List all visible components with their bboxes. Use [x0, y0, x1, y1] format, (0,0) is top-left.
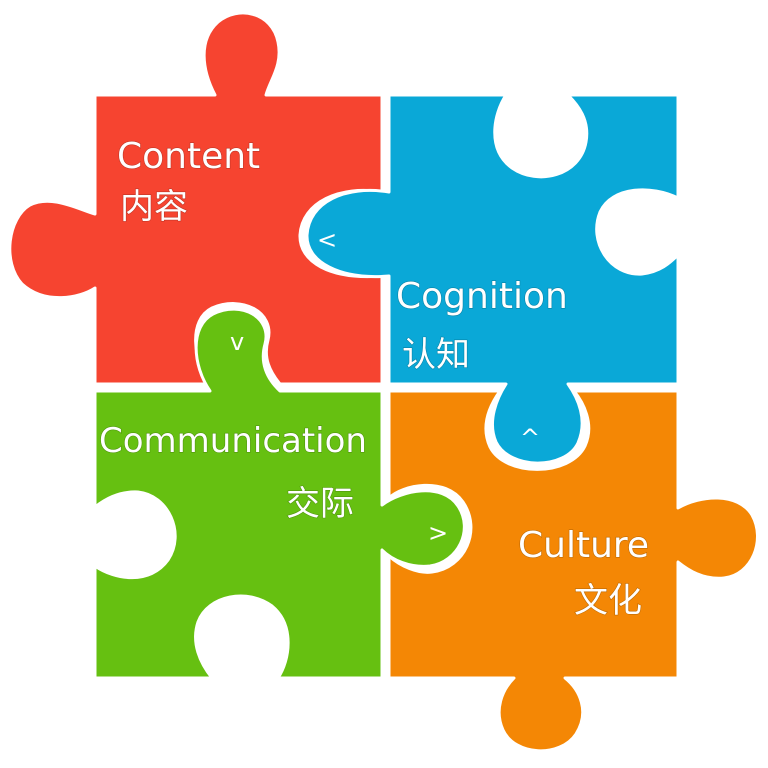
- cognition-label-en: Cognition: [396, 276, 568, 317]
- content-arrow-icon: <: [317, 226, 337, 254]
- cognition-arrow-icon: ^: [520, 424, 540, 452]
- culture-piece: [387, 389, 759, 753]
- culture-piece-shape: [387, 389, 759, 753]
- content-label-en: Content: [117, 136, 260, 177]
- communication-piece: [93, 307, 466, 680]
- communication-piece-shape: [93, 307, 466, 680]
- cognition-label-zh: 认知: [402, 335, 470, 375]
- culture-label-zh: 文化: [574, 581, 642, 621]
- content-piece-shape: [8, 11, 384, 386]
- culture-arrow-icon: >: [428, 519, 448, 547]
- cognition-piece-shape: [305, 93, 680, 465]
- content-label-zh: 内容: [120, 187, 188, 227]
- cognition-piece: [305, 93, 680, 465]
- culture-label-en: Culture: [518, 525, 649, 566]
- communication-label-zh: 交际: [286, 484, 354, 524]
- communication-arrow-icon: v: [230, 328, 244, 356]
- communication-label-en: Communication: [99, 421, 367, 461]
- content-piece: [8, 11, 384, 386]
